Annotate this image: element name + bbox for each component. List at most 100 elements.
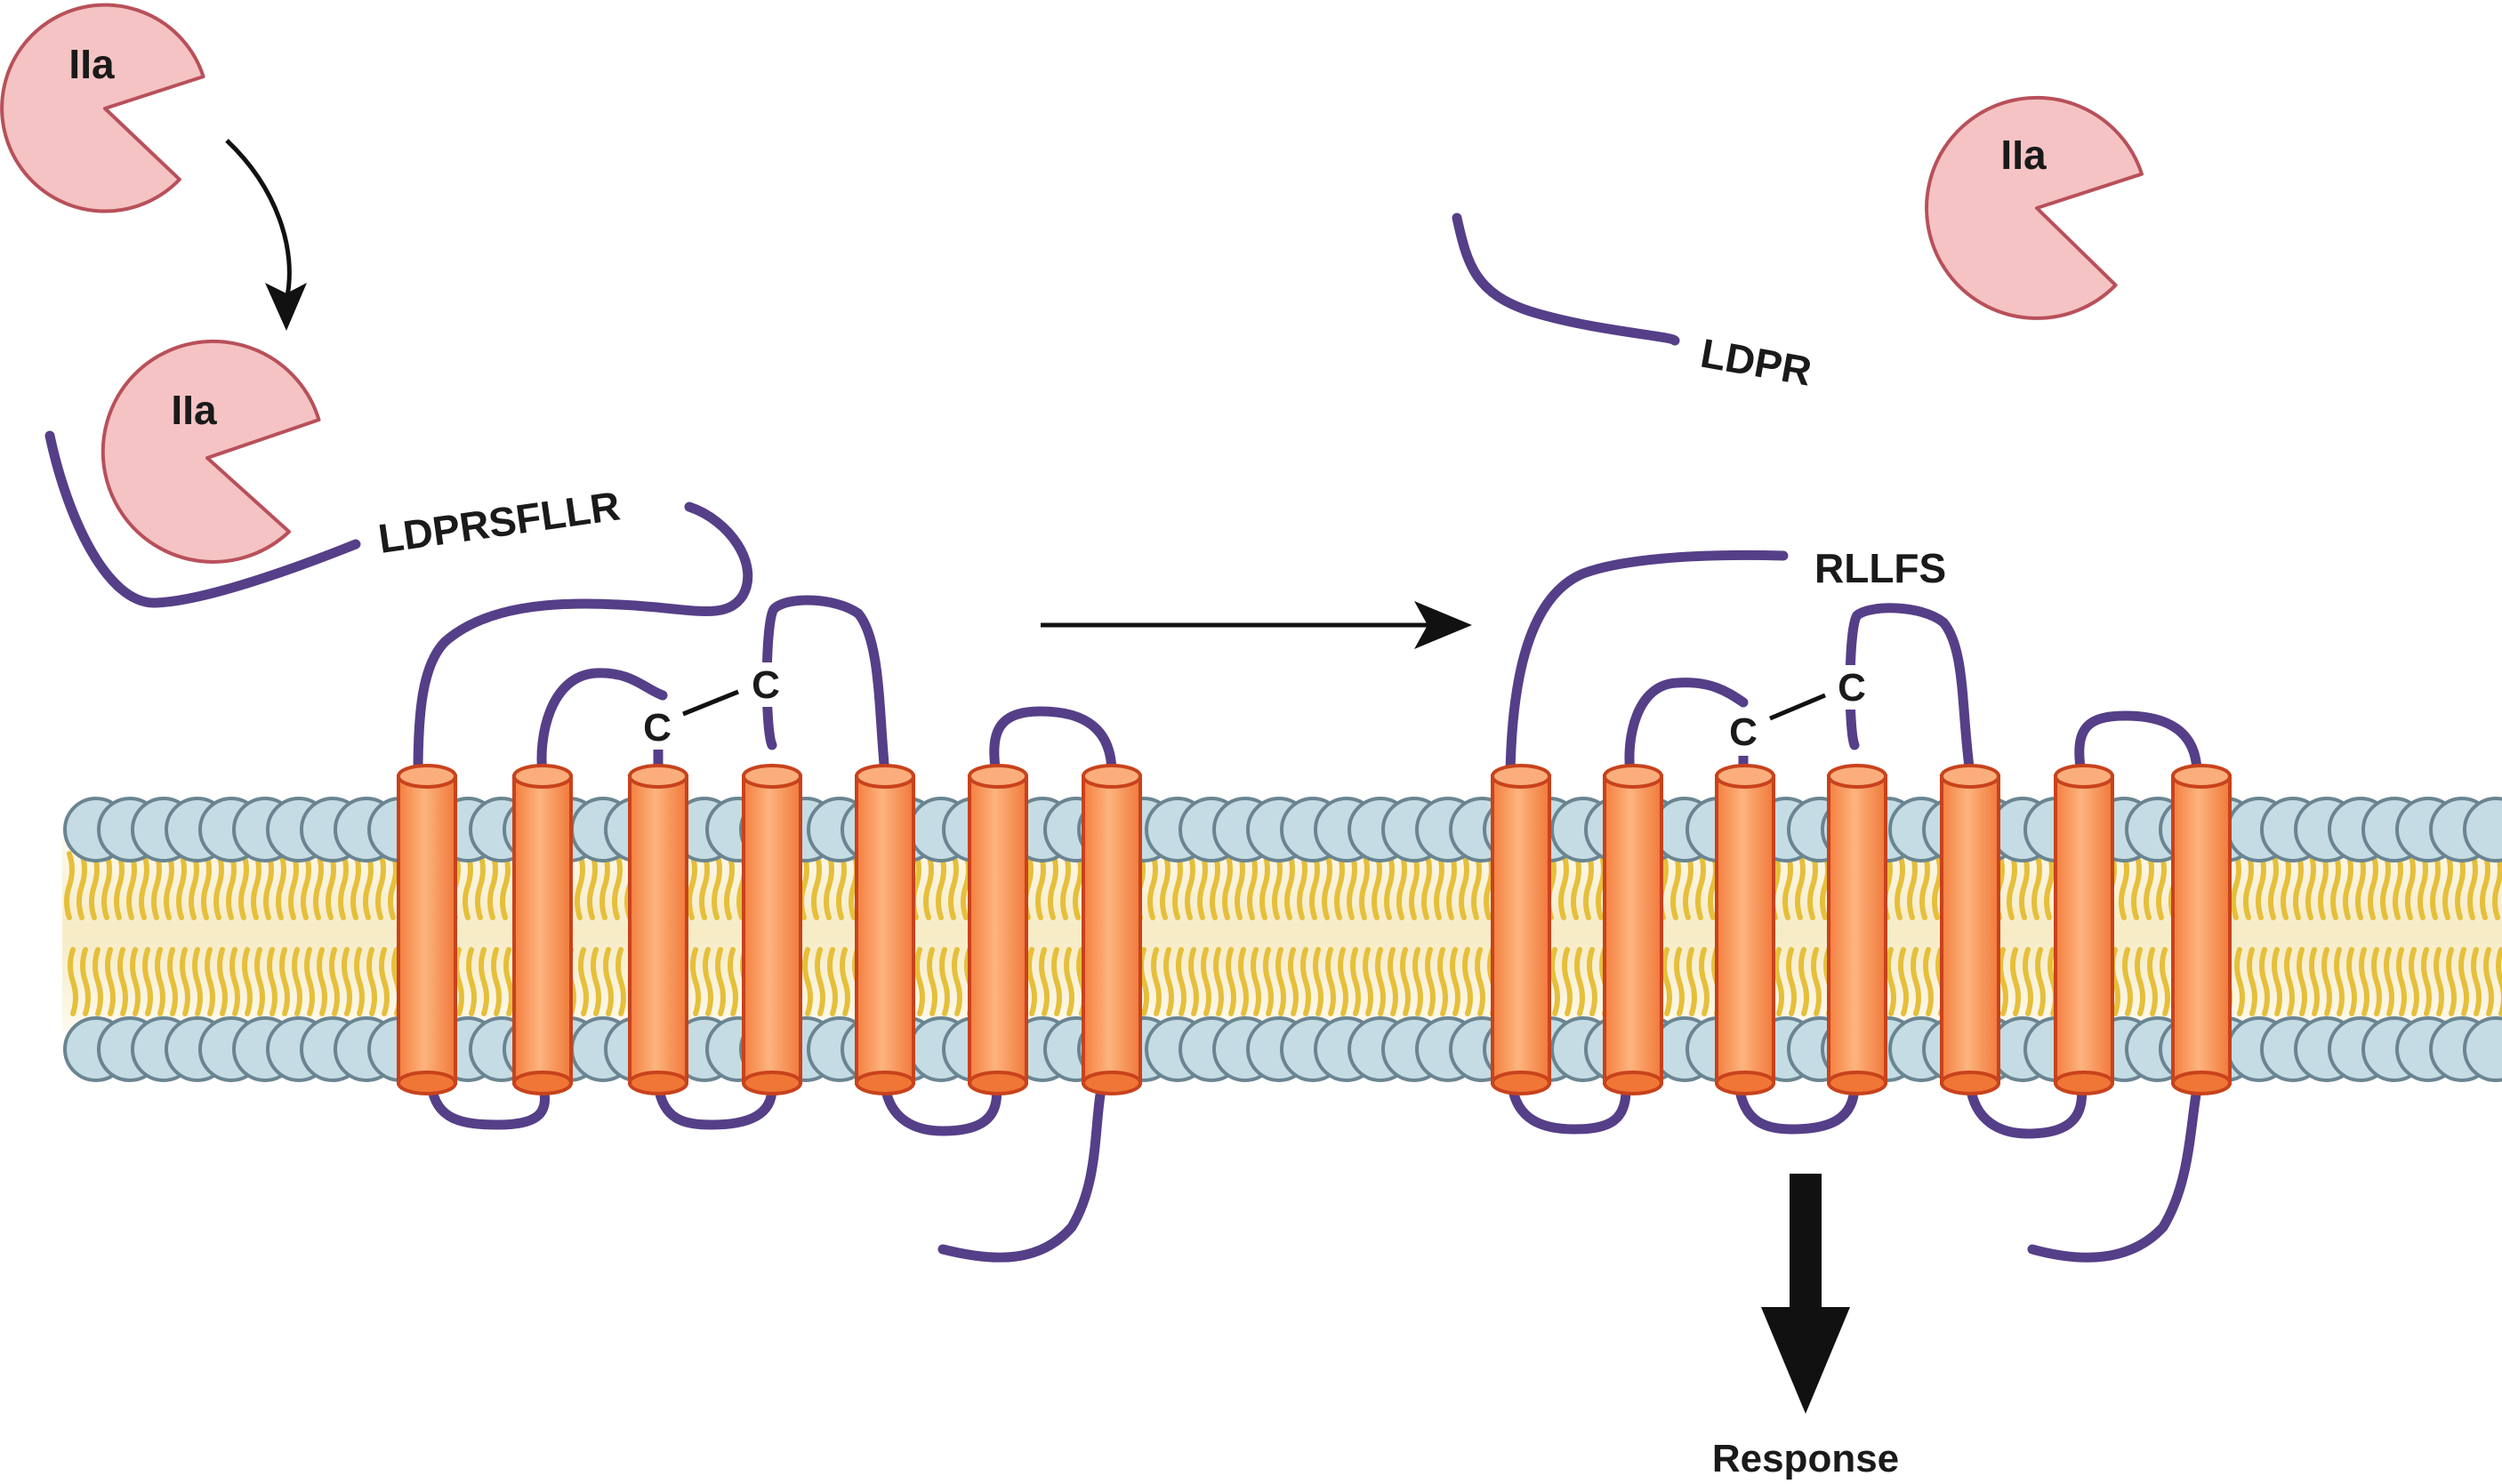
lipid-tail xyxy=(1807,851,1818,920)
lipid-tail xyxy=(2281,851,2291,920)
lipid-tail xyxy=(687,851,697,920)
transmembrane-helix xyxy=(628,764,688,1095)
lipid-tail xyxy=(2256,851,2266,920)
lipid-tail xyxy=(724,851,735,920)
lipid-tail xyxy=(2405,851,2416,920)
lipid-tail xyxy=(1359,851,1370,920)
lipid-tail xyxy=(338,851,349,920)
helix-top-cap xyxy=(397,764,457,789)
helix-body xyxy=(628,774,688,1085)
lipid-tail xyxy=(2147,947,2158,1016)
icl1 xyxy=(426,1079,550,1130)
lipid-tail xyxy=(500,851,511,920)
lipid-tail xyxy=(1313,947,1323,1016)
lipid-tail xyxy=(1297,851,1307,920)
helix-top-cap xyxy=(1827,764,1887,789)
helix-top-cap xyxy=(742,764,802,789)
lipid-tail xyxy=(76,851,87,920)
lipid-tail xyxy=(329,947,340,1016)
lipid-tail xyxy=(503,947,514,1016)
helix-bottom-cap xyxy=(2171,1071,2232,1095)
lipid-tail xyxy=(690,947,701,1016)
tethered-ligand-sequence-label: LDPRSFLLR xyxy=(375,482,623,562)
lipid-tail xyxy=(1284,851,1295,920)
lipid-tail xyxy=(578,947,589,1016)
lipid-tail xyxy=(2272,947,2282,1016)
transmembrane-helix xyxy=(512,764,573,1095)
lipid-tail xyxy=(1421,851,1432,920)
icl1-cleaved xyxy=(1507,1079,1631,1135)
lipid-tail xyxy=(603,947,614,1016)
helix-top-cap xyxy=(1603,764,1663,789)
lipid-tail xyxy=(1558,851,1569,920)
lipid-tail xyxy=(923,851,934,920)
lipid-tail xyxy=(342,947,352,1016)
lipid-tail xyxy=(2480,851,2490,920)
lipid-tail xyxy=(1263,947,1274,1016)
lipid-tail xyxy=(2471,947,2482,1016)
lipid-tail xyxy=(1176,947,1187,1016)
lipid-tail xyxy=(105,947,116,1016)
lipid-tail xyxy=(575,851,585,920)
lipid-tail xyxy=(2023,947,2033,1016)
lipid-tail xyxy=(2259,947,2270,1016)
lipid-tail xyxy=(2309,947,2320,1016)
lipid-tail xyxy=(2234,947,2245,1016)
helix-body xyxy=(968,774,1028,1085)
lipid-tail xyxy=(2334,947,2345,1016)
lipid-tail xyxy=(205,947,215,1016)
lipid-tail xyxy=(1259,851,1270,920)
lipid-tail xyxy=(1213,947,1224,1016)
lipid-tail xyxy=(1699,947,1710,1016)
lipid-tail xyxy=(2156,851,2167,920)
lipid-tail xyxy=(2318,851,2329,920)
lipid-tail xyxy=(1571,851,1581,920)
lipid-tail xyxy=(2355,851,2366,920)
lipid-tail xyxy=(2434,947,2444,1016)
ecl3 xyxy=(989,706,1117,779)
lipid-tail xyxy=(1674,947,1685,1016)
lipid-tail xyxy=(712,851,722,920)
lipid-tail xyxy=(101,851,112,920)
n-terminal-exodomain xyxy=(44,430,361,608)
lipid-tail xyxy=(93,947,103,1016)
lipid-tail xyxy=(1238,947,1249,1016)
lipid-tail xyxy=(1275,947,1286,1016)
lipid-tail xyxy=(1160,851,1171,920)
lipid-tail xyxy=(1322,851,1332,920)
lipid-tail xyxy=(2131,851,2142,920)
lipid-tail xyxy=(1412,947,1423,1016)
lipid-tail xyxy=(1350,947,1361,1016)
lipid-tail xyxy=(366,947,377,1016)
ecl1-cleaved xyxy=(1624,678,1749,779)
lipid-tail xyxy=(379,947,390,1016)
lipid-tail xyxy=(1811,947,1822,1016)
helix-bottom-cap xyxy=(1491,1071,1551,1095)
transmembrane-helix xyxy=(1082,764,1142,1095)
lipid-tail xyxy=(2384,947,2394,1016)
arrow-activation xyxy=(1041,601,1472,649)
lipid-tail xyxy=(2305,851,2316,920)
lipid-tail xyxy=(927,947,937,1016)
lipid-tail xyxy=(1670,851,1681,920)
lipid-tail xyxy=(1587,947,1597,1016)
lipid-tail xyxy=(1450,947,1460,1016)
lipid-tail xyxy=(1039,947,1050,1016)
lipid-tail xyxy=(317,947,327,1016)
cysteine-label-left-b: C xyxy=(752,663,780,707)
lipid-tail xyxy=(263,851,274,920)
lipid-tail xyxy=(1151,947,1162,1016)
lipid-tail xyxy=(180,947,190,1016)
lipid-tail xyxy=(1774,947,1784,1016)
lipid-tail xyxy=(1247,851,1258,920)
helix-top-cap xyxy=(1940,764,2000,789)
lipid-tail xyxy=(1048,851,1058,920)
lipid-tail xyxy=(939,947,950,1016)
lipid-tail xyxy=(242,947,253,1016)
helix-top-cap xyxy=(1715,764,1775,789)
new-n-terminus xyxy=(1505,549,1789,779)
transmembrane-helix xyxy=(1491,764,1551,1095)
helix-top-cap xyxy=(968,764,1028,789)
lipid-tail xyxy=(89,851,100,920)
lipid-tail xyxy=(2160,947,2170,1016)
